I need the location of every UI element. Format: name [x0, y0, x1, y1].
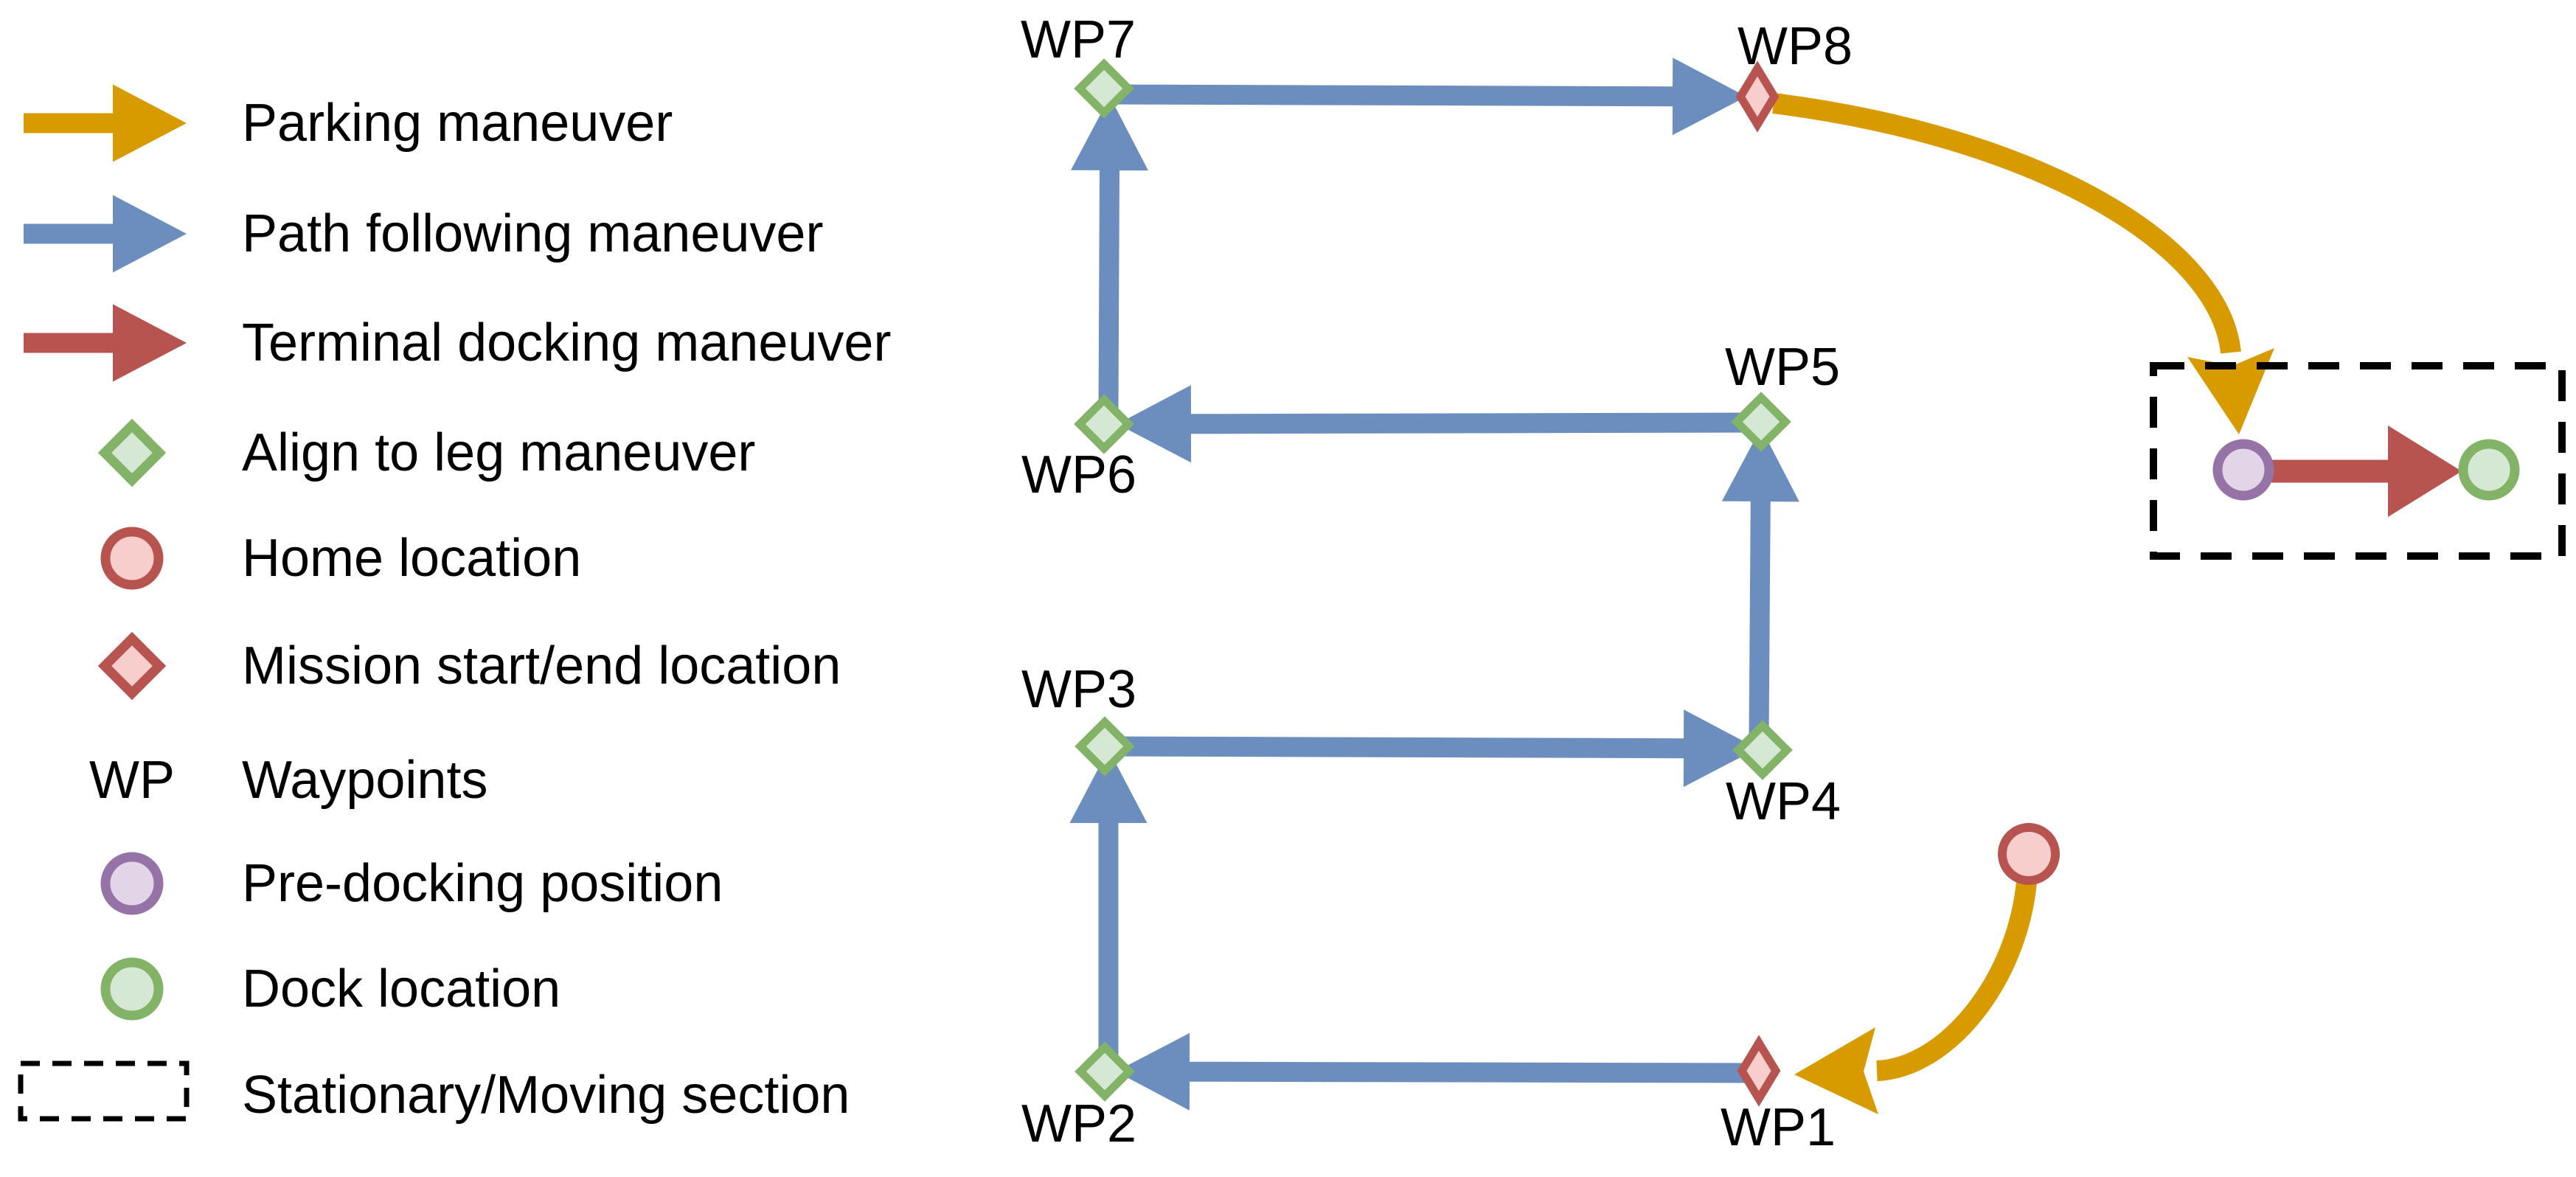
parking-curve-home-wp1: [1794, 881, 2037, 1114]
home-location-marker: [1998, 823, 2060, 885]
waypoint-label-wp7: WP7: [1021, 10, 1136, 69]
home-circle-icon: [100, 527, 164, 590]
parking-curve-home-wp1-head-icon: [1794, 1027, 1878, 1114]
waypoint-label-wp6: WP6: [1021, 445, 1136, 504]
parking-arrow-icon: [24, 84, 187, 162]
waypoint-marker-wp5: [1731, 392, 1791, 452]
parking-curve-home-wp1-path: [1875, 881, 2037, 1081]
stationary-moving-section-box: [2150, 362, 2566, 560]
waypoint-marker-wp3: [1075, 716, 1135, 777]
waypoint-label-wp2: WP2: [1021, 1094, 1136, 1153]
path-arrow-wp5-wp6: [1117, 385, 1759, 463]
terminal-docking-arrow: [2271, 426, 2462, 517]
path-arrow-wp1-wp2: [1116, 1032, 1757, 1111]
path-arrow-wp6-wp7: [1071, 97, 1148, 414]
legend-item-2: Terminal docking maneuver: [24, 304, 891, 382]
waypoint-marker-wp6: [1074, 394, 1134, 454]
waypoint-label-wp4: WP4: [1726, 772, 1841, 831]
waypoint-label-wp5: WP5: [1725, 338, 1840, 397]
connectors-layer: [1069, 58, 2462, 1114]
align-to-leg-diamond-icon: [97, 418, 167, 487]
pre-docking-circle-icon: [100, 852, 164, 915]
wp-symbol-text: WP: [89, 751, 175, 810]
waypoint-marker-wp8: [1735, 60, 1780, 133]
parking-curve-wp8-predock: [1772, 93, 2274, 434]
parking-curve-wp8-predock-path: [1772, 93, 2241, 354]
legend-item-4: Home location: [100, 527, 581, 590]
legend-item-1: Path following maneuver: [24, 195, 823, 273]
legend-label-4: Home location: [242, 529, 581, 588]
waypoint-marker-wp2: [1075, 1041, 1135, 1102]
path-arrow-wp3-wp4: [1110, 709, 1757, 788]
legend-label-9: Stationary/Moving section: [242, 1066, 850, 1125]
mission-diamond-icon: [97, 631, 167, 701]
dock-circle-icon: [100, 957, 164, 1021]
stationary-section-icon: [18, 1060, 190, 1122]
legend-label-8: Dock location: [242, 959, 560, 1018]
legend-item-8: Dock location: [100, 957, 560, 1021]
waypoint-marker-wp7: [1074, 58, 1134, 119]
pre-docking-position-marker: [2212, 439, 2274, 501]
legend-label-2: Terminal docking maneuver: [242, 313, 891, 372]
legend-label-0: Parking maneuver: [242, 94, 673, 153]
legend-item-7: Pre-docking position: [100, 852, 723, 915]
path-arrow-wp2-wp3: [1069, 749, 1148, 1062]
waypoint-marker-wp1: [1737, 1035, 1781, 1107]
legend-label-6: Waypoints: [242, 751, 487, 810]
path-following-arrow-icon: [24, 195, 187, 273]
path-arrow-wp4-wp5: [1721, 428, 1799, 738]
waypoint-label-wp3: WP3: [1021, 660, 1136, 719]
legend-item-0: Parking maneuver: [24, 84, 673, 162]
waypoint-label-wp1: WP1: [1721, 1098, 1836, 1157]
waypoint-marker-wp4: [1732, 720, 1793, 780]
legend-label-7: Pre-docking position: [242, 854, 723, 913]
legend-label-5: Mission start/end location: [242, 636, 841, 695]
dock-location-marker: [2458, 439, 2520, 501]
waypoint-label-wp8: WP8: [1737, 17, 1853, 76]
legend-label-1: Path following maneuver: [242, 204, 823, 263]
legend-item-6: WP Waypoints: [89, 751, 487, 810]
legend-item-3: Align to leg maneuver: [97, 418, 755, 487]
legend-item-5: Mission start/end location: [97, 631, 841, 701]
parking-curve-wp8-predock-head-icon: [2187, 348, 2274, 434]
legend-label-3: Align to leg maneuver: [242, 423, 755, 482]
path-arrow-wp7-wp8: [1110, 58, 1746, 136]
terminal-docking-arrow-icon: [24, 304, 187, 382]
legend-item-9: Stationary/Moving section: [18, 1060, 850, 1125]
